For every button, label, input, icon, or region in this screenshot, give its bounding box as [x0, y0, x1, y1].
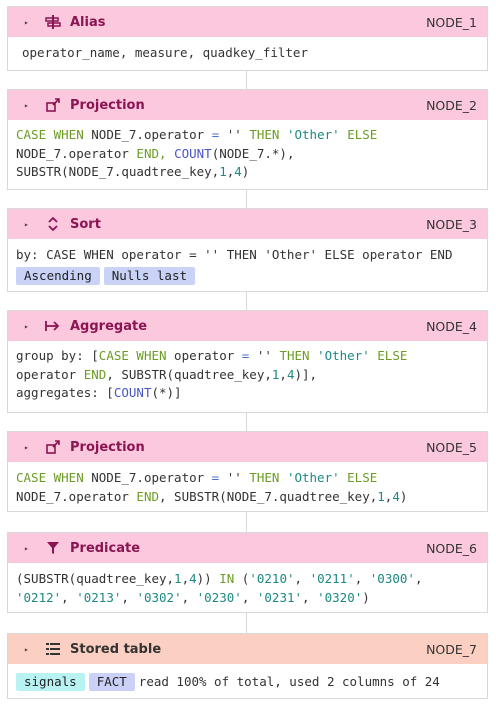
- node-body: by: CASE WHEN operator = '' THEN 'Other'…: [8, 239, 487, 291]
- node-header[interactable]: ▸ Stored table NODE_7: [8, 634, 487, 664]
- plan-node-projection: ▸ Projection NODE_5 CASE WHEN NODE_7.ope…: [7, 431, 488, 512]
- node-title: Projection: [70, 439, 145, 455]
- alias-icon: [44, 14, 62, 30]
- node-id: NODE_1: [426, 14, 477, 30]
- plan-node-projection: ▸ Projection NODE_2 CASE WHEN NODE_7.ope…: [7, 89, 488, 190]
- expr-line: NODE_7.operator END, SUBSTR(NODE_7.quadt…: [16, 488, 408, 504]
- node-title: Sort: [70, 216, 101, 232]
- connector: [246, 292, 247, 310]
- connector: [246, 512, 247, 532]
- node-header[interactable]: ▸ Projection NODE_5: [8, 432, 487, 462]
- expr-line: CASE WHEN NODE_7.operator = '' THEN 'Oth…: [16, 127, 378, 142]
- sort-expression: by: CASE WHEN operator = '' THEN 'Other'…: [16, 247, 453, 262]
- connector: [246, 613, 247, 633]
- aggregate-icon: [44, 318, 62, 334]
- sort-nulls-badge: Nulls last: [103, 266, 195, 285]
- predicate-line: '0212', '0213', '0302', '0230', '0231', …: [16, 589, 370, 605]
- chevron-right-icon[interactable]: ▸: [24, 543, 29, 553]
- table-name-badge: signals: [16, 673, 85, 691]
- node-body: CASE WHEN NODE_7.operator = '' THEN 'Oth…: [8, 462, 487, 512]
- table-read-info: read 100% of total, used 2 columns of 24: [138, 674, 440, 689]
- node-body: (SUBSTR(quadtree_key,1,4)) IN ('0210', '…: [8, 563, 487, 613]
- chevron-right-icon[interactable]: ▸: [24, 644, 29, 654]
- table-icon: [44, 641, 62, 657]
- node-id: NODE_7: [426, 641, 477, 657]
- sort-icon: [44, 216, 62, 232]
- expr-line: CASE WHEN NODE_7.operator = '' THEN 'Oth…: [16, 470, 378, 485]
- group-by-line: operator END, SUBSTR(quadtree_key,1,4)],: [16, 366, 318, 382]
- node-body: CASE WHEN NODE_7.operator = '' THEN 'Oth…: [8, 120, 487, 188]
- aggregates-line: aggregates: [COUNT(*)]: [16, 385, 182, 400]
- chevron-right-icon[interactable]: ▸: [24, 219, 29, 229]
- projection-icon: [44, 97, 62, 113]
- node-id: NODE_5: [426, 439, 477, 455]
- node-header[interactable]: ▸ Predicate NODE_6: [8, 533, 487, 563]
- node-id: NODE_4: [426, 318, 477, 334]
- node-header[interactable]: ▸ Sort NODE_3: [8, 209, 487, 239]
- plan-node-predicate: ▸ Predicate NODE_6 (SUBSTR(quadtree_key,…: [7, 532, 488, 613]
- node-title: Alias: [70, 14, 106, 30]
- chevron-right-icon[interactable]: ▸: [24, 100, 29, 110]
- node-title: Predicate: [70, 540, 141, 556]
- node-title: Projection: [70, 97, 145, 113]
- node-id: NODE_6: [426, 540, 477, 556]
- node-title: Aggregate: [70, 318, 148, 334]
- table-kind-badge: FACT: [88, 673, 135, 691]
- connector: [246, 413, 247, 431]
- expr-line: SUBSTR(NODE_7.quadtree_key,1,4): [16, 164, 250, 179]
- chevron-right-icon[interactable]: ▸: [24, 442, 29, 452]
- node-body: group by: [CASE WHEN operator = '' THEN …: [8, 341, 487, 409]
- connector: [246, 190, 247, 208]
- chevron-right-icon[interactable]: ▸: [24, 17, 29, 27]
- node-title: Stored table: [70, 641, 162, 657]
- filter-icon: [44, 540, 62, 556]
- node-body: operator_name, measure, quadkey_filter: [8, 37, 487, 69]
- plan-node-alias: ▸ Alias NODE_1 operator_name, measure, q…: [7, 6, 488, 71]
- alias-text: operator_name, measure, quadkey_filter: [22, 45, 308, 60]
- node-id: NODE_2: [426, 97, 477, 113]
- node-header[interactable]: ▸ Alias NODE_1: [8, 7, 487, 37]
- projection-icon: [44, 439, 62, 455]
- chevron-right-icon[interactable]: ▸: [24, 321, 29, 331]
- node-id: NODE_3: [426, 216, 477, 232]
- connector: [246, 71, 247, 89]
- group-by-line: group by: [CASE WHEN operator = '' THEN …: [16, 348, 408, 363]
- node-header[interactable]: ▸ Aggregate NODE_4: [8, 311, 487, 341]
- predicate-line: (SUBSTR(quadtree_key,1,4)) IN ('0210', '…: [16, 571, 423, 586]
- sort-direction-badge: Ascending: [16, 266, 100, 285]
- plan-node-sort: ▸ Sort NODE_3 by: CASE WHEN operator = '…: [7, 208, 488, 292]
- plan-node-aggregate: ▸ Aggregate NODE_4 group by: [CASE WHEN …: [7, 310, 488, 413]
- expr-line: NODE_7.operator END, COUNT(NODE_7.*),: [16, 145, 295, 161]
- node-header[interactable]: ▸ Projection NODE_2: [8, 90, 487, 120]
